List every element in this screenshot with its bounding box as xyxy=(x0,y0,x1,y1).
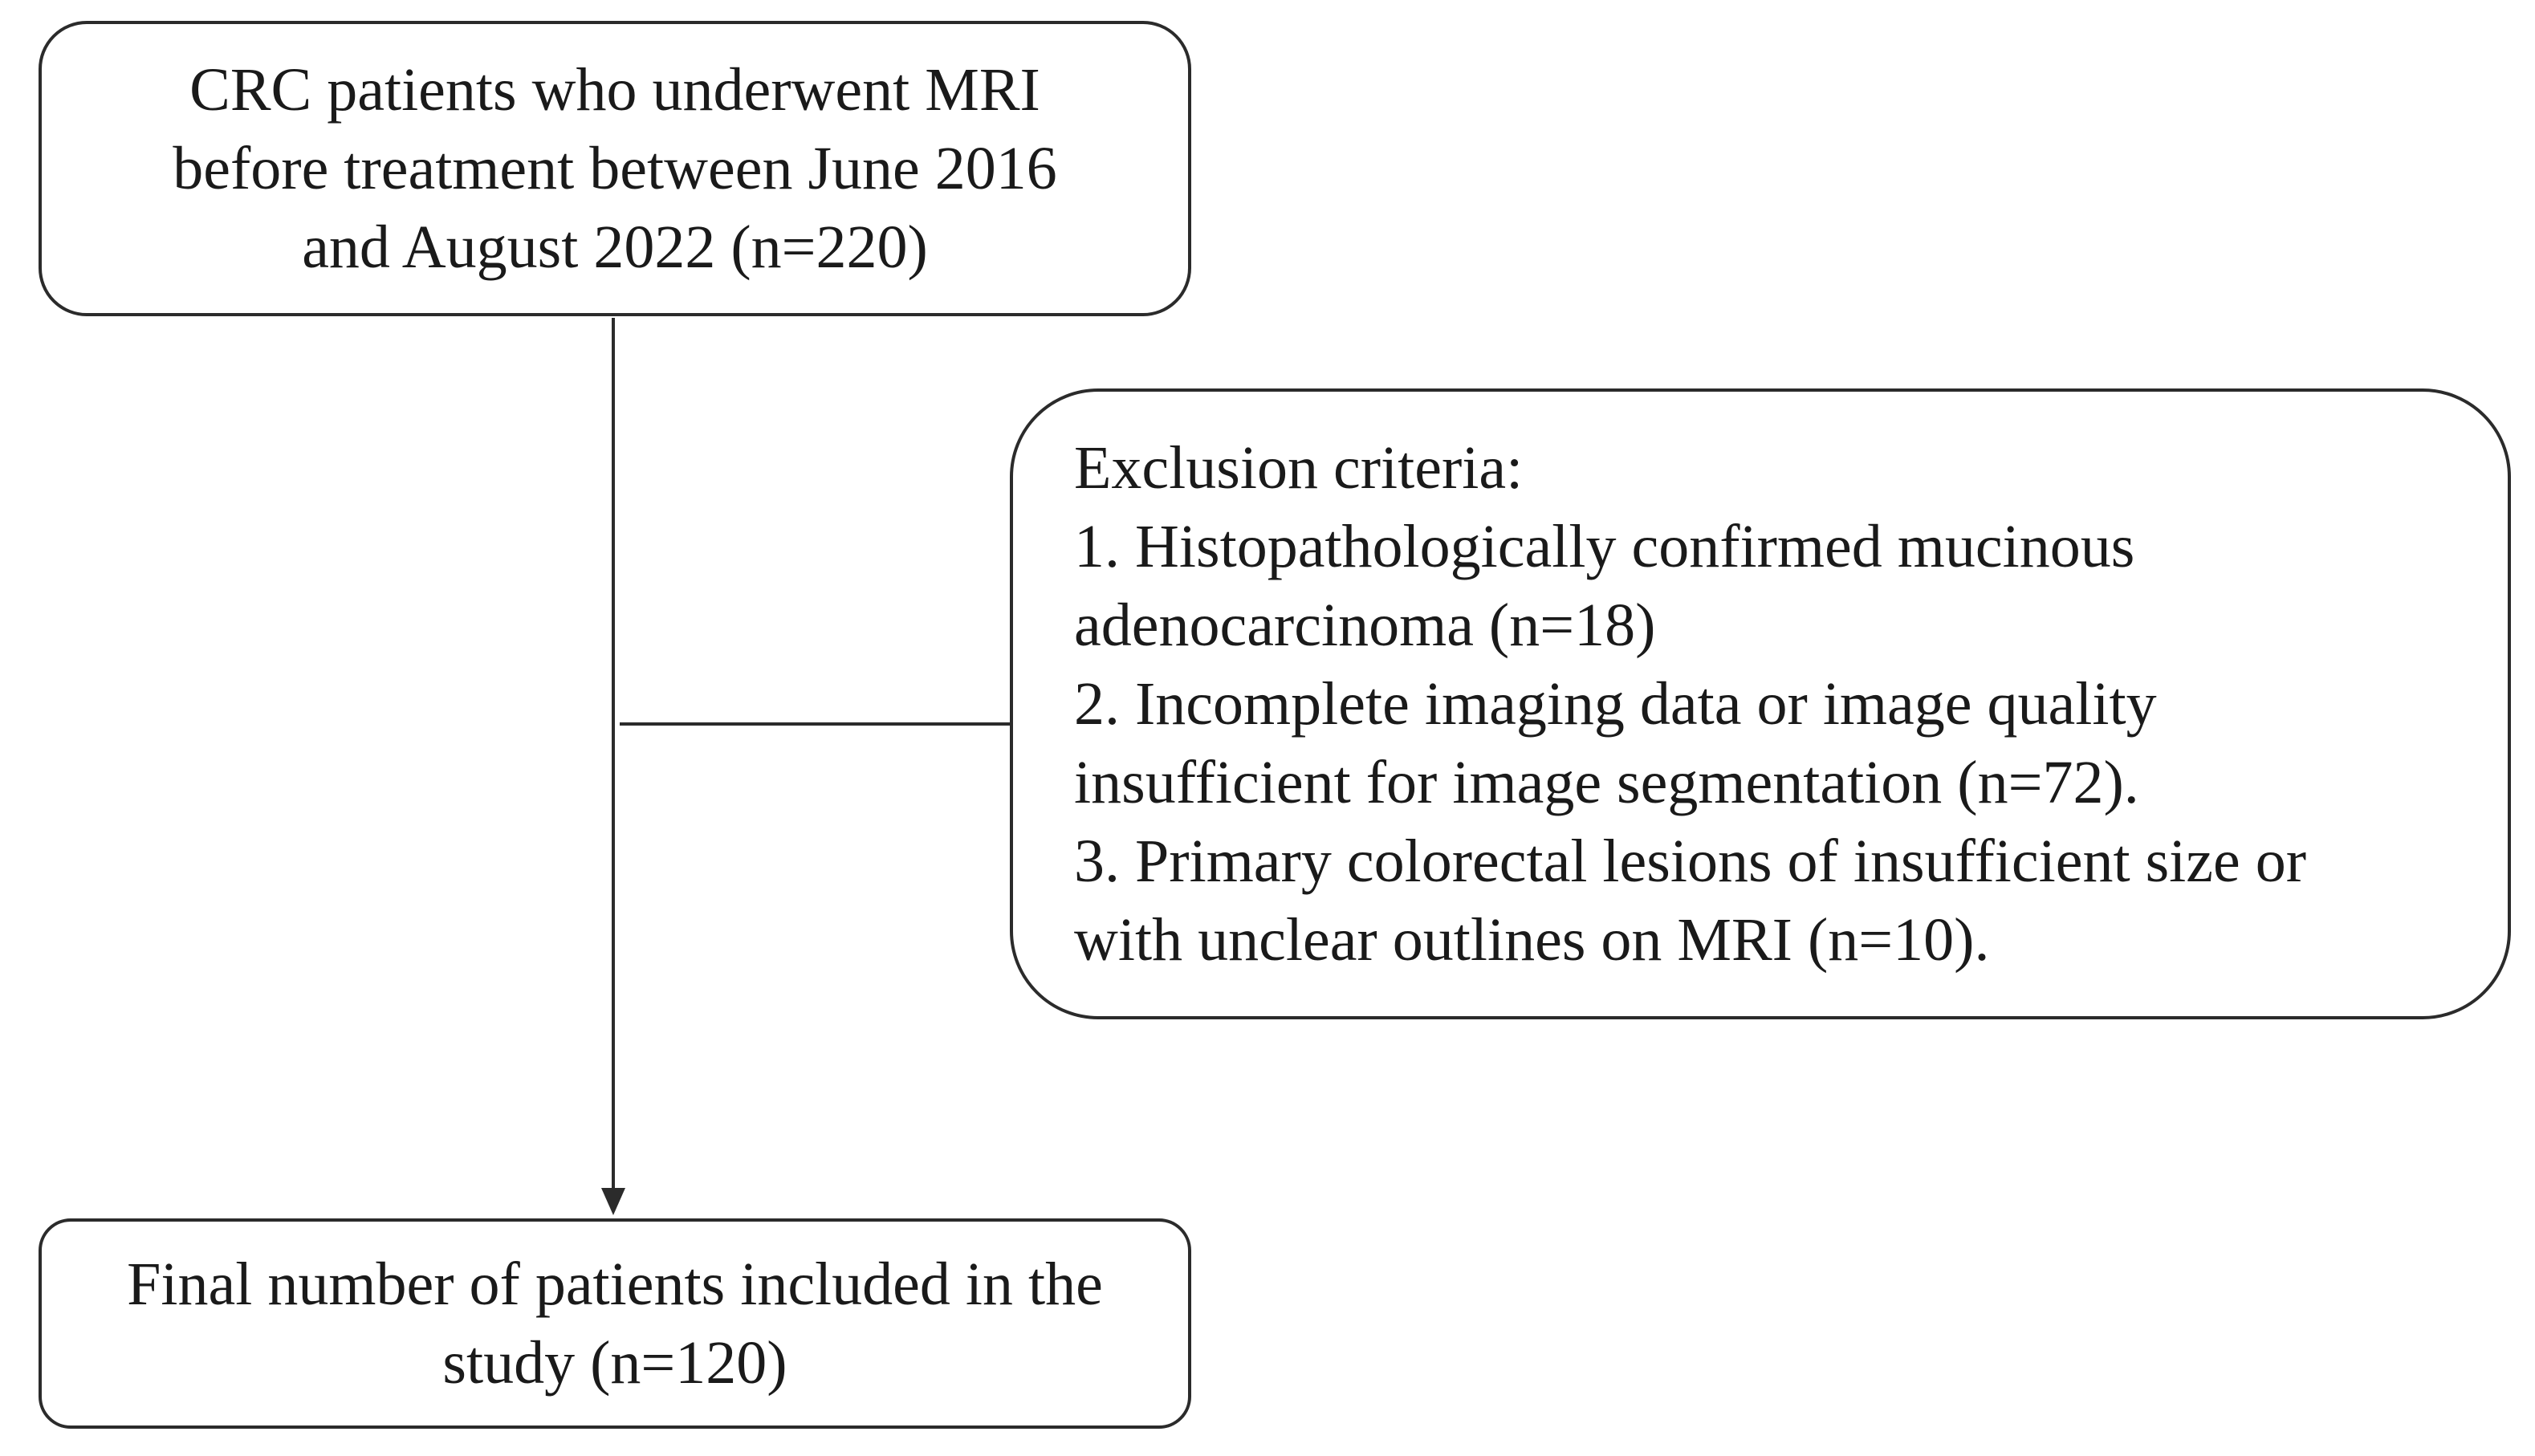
exclusion-criteria-box: Exclusion criteria: 1. Histopathological… xyxy=(1010,388,2511,1019)
exclusion-criteria-text: Exclusion criteria: 1. Histopathological… xyxy=(1074,429,2476,979)
final-box: Final number of patients included in the… xyxy=(39,1218,1191,1429)
start-line: and August 2022 (n=220) xyxy=(302,214,928,281)
exclusion-line: adenocarcinoma (n=18) xyxy=(1074,592,1656,659)
start-box: CRC patients who underwent MRI before tr… xyxy=(39,21,1191,316)
exclusion-line: insufficient for image segmentation (n=7… xyxy=(1074,749,2139,816)
arrowhead-down xyxy=(601,1188,625,1215)
start-box-text: CRC patients who underwent MRI before tr… xyxy=(173,51,1057,287)
start-line: CRC patients who underwent MRI xyxy=(189,56,1040,124)
final-line: study (n=120) xyxy=(442,1329,787,1397)
final-line: Final number of patients included in the xyxy=(127,1251,1103,1318)
exclusion-line: 3. Primary colorectal lesions of insuffi… xyxy=(1074,828,2307,895)
exclusion-line: with unclear outlines on MRI (n=10). xyxy=(1074,906,1990,974)
final-box-text: Final number of patients included in the… xyxy=(127,1245,1103,1402)
start-line: before treatment between June 2016 xyxy=(173,135,1057,202)
exclusion-line: 2. Incomplete imaging data or image qual… xyxy=(1074,670,2157,738)
exclusion-line: 1. Histopathologically confirmed mucinou… xyxy=(1074,513,2135,580)
exclusion-heading: Exclusion criteria: xyxy=(1074,434,1524,502)
